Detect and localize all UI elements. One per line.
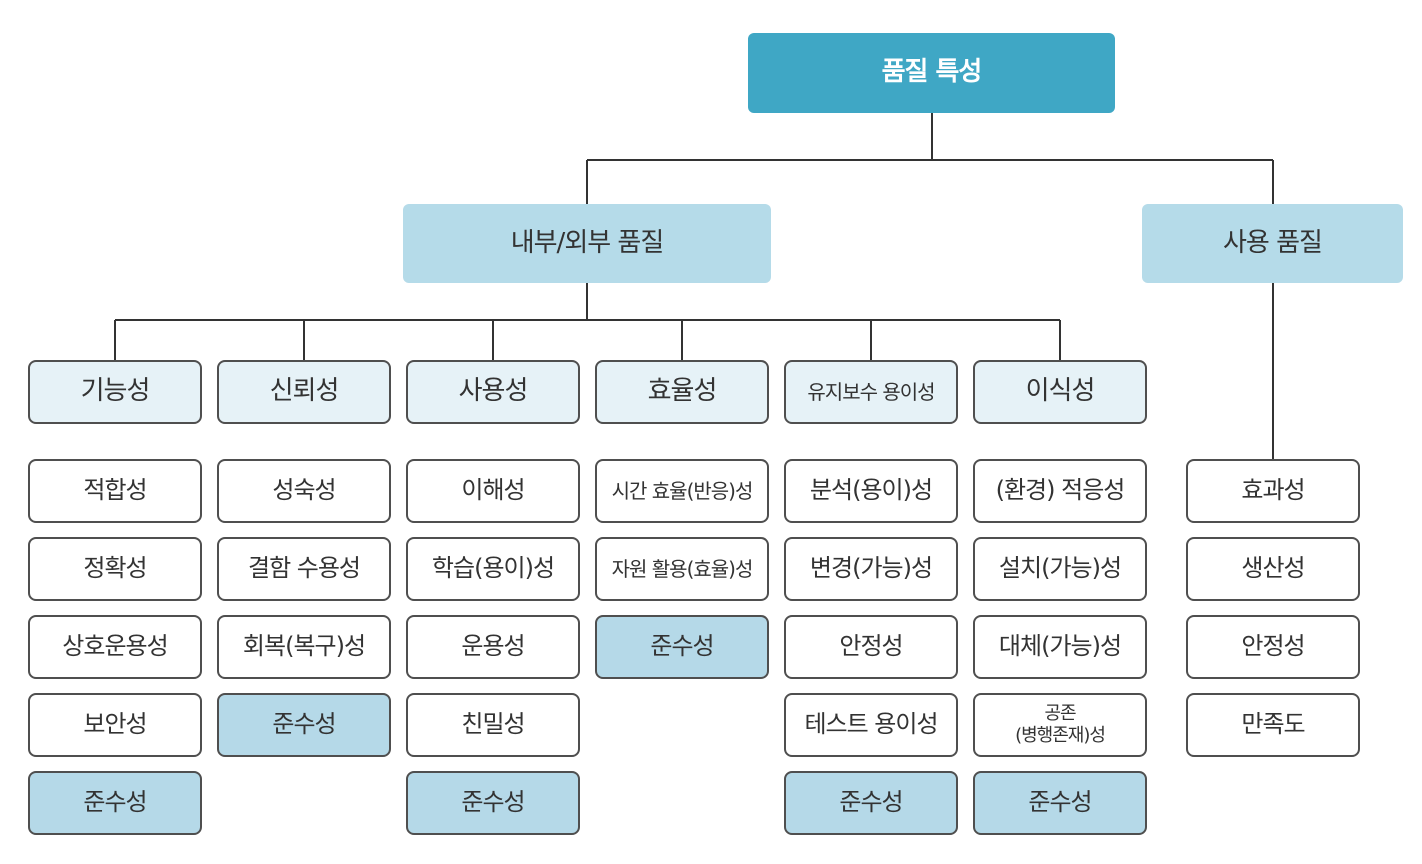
functionality-item: 상호운용성 — [28, 615, 202, 679]
functionality-item: 정확성 — [28, 537, 202, 601]
functionality-item: 적합성 — [28, 459, 202, 523]
usability-item: 이해성 — [406, 459, 580, 523]
category-maintainability: 유지보수 용이성 — [784, 360, 958, 424]
category-usability: 사용성 — [406, 360, 580, 424]
coexistence-line-2: (병행존재)성 — [1015, 725, 1106, 746]
usability-compliance: 준수성 — [406, 771, 580, 835]
reliability-item: 결함 수용성 — [217, 537, 391, 601]
reliability-compliance: 준수성 — [217, 693, 391, 757]
maintainability-item: 테스트 용이성 — [784, 693, 958, 757]
quality-in-use-item: 생산성 — [1186, 537, 1360, 601]
functionality-item: 보안성 — [28, 693, 202, 757]
efficiency-item: 시간 효율(반응)성 — [595, 459, 769, 523]
usability-item: 운용성 — [406, 615, 580, 679]
category-reliability: 신뢰성 — [217, 360, 391, 424]
branch-quality-in-use: 사용 품질 — [1142, 204, 1403, 283]
root-quality-characteristics: 품질 특성 — [748, 33, 1115, 113]
quality-in-use-item: 안정성 — [1186, 615, 1360, 679]
portability-compliance: 준수성 — [973, 771, 1147, 835]
functionality-compliance: 준수성 — [28, 771, 202, 835]
maintainability-item: 안정성 — [784, 615, 958, 679]
usability-item: 학습(용이)성 — [406, 537, 580, 601]
portability-item: (환경) 적응성 — [973, 459, 1147, 523]
maintainability-item: 변경(가능)성 — [784, 537, 958, 601]
efficiency-compliance: 준수성 — [595, 615, 769, 679]
usability-item: 친밀성 — [406, 693, 580, 757]
maintainability-compliance: 준수성 — [784, 771, 958, 835]
reliability-item: 회복(복구)성 — [217, 615, 391, 679]
reliability-item: 성숙성 — [217, 459, 391, 523]
quality-in-use-item: 효과성 — [1186, 459, 1360, 523]
maintainability-item: 분석(용이)성 — [784, 459, 958, 523]
branch-internal-external-quality: 내부/외부 품질 — [403, 204, 771, 283]
coexistence-line-1: 공존 — [1044, 703, 1076, 725]
efficiency-item: 자원 활용(효율)성 — [595, 537, 769, 601]
portability-item: 대체(가능)성 — [973, 615, 1147, 679]
portability-item-coexistence: 공존 (병행존재)성 — [973, 693, 1147, 757]
portability-item: 설치(가능)성 — [973, 537, 1147, 601]
category-efficiency: 효율성 — [595, 360, 769, 424]
category-portability: 이식성 — [973, 360, 1147, 424]
category-functionality: 기능성 — [28, 360, 202, 424]
quality-in-use-item: 만족도 — [1186, 693, 1360, 757]
